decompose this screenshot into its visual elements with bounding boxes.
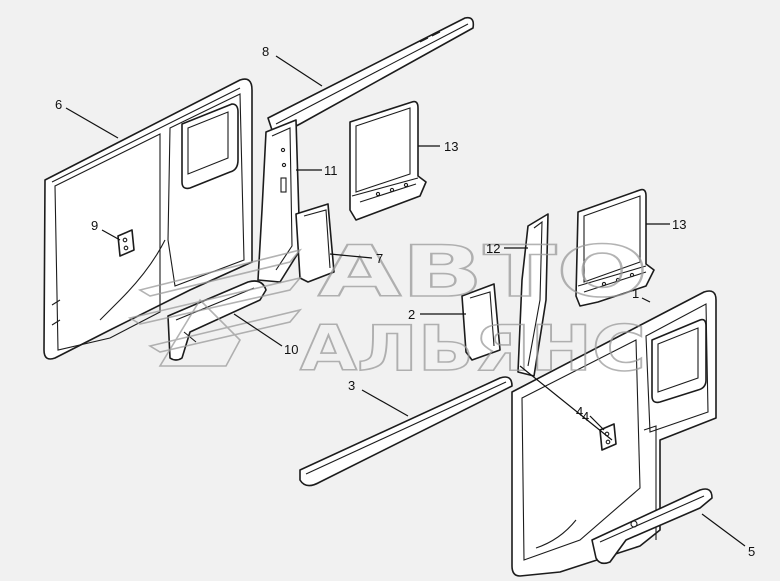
callout-10: 10 bbox=[284, 342, 298, 357]
part-9-bracket bbox=[117, 229, 135, 257]
callout-4-duplicate: 4 bbox=[582, 409, 589, 424]
callout-4: 4 bbox=[576, 404, 583, 419]
part-2-reinforcement bbox=[461, 283, 501, 361]
leader-7 bbox=[329, 253, 373, 259]
callout-13-upper: 13 bbox=[444, 139, 458, 154]
part-5-sill-step bbox=[591, 488, 713, 565]
leader-10 bbox=[233, 313, 283, 347]
part-7-reinforcement bbox=[295, 203, 335, 283]
callout-11: 11 bbox=[324, 163, 338, 178]
callout-13-right: 13 bbox=[672, 217, 686, 232]
callout-3: 3 bbox=[348, 378, 355, 393]
leader-cross bbox=[519, 365, 613, 441]
leader-1 bbox=[641, 297, 651, 303]
callout-1: 1 bbox=[632, 286, 639, 301]
part-8-roof-rail bbox=[267, 16, 475, 132]
part-11-pillar bbox=[257, 119, 301, 283]
watermark-line-2: АЛЬЯНС bbox=[300, 312, 646, 385]
part-13-window-panel-upper bbox=[349, 100, 427, 221]
part-6-left-side-frame bbox=[43, 78, 253, 360]
part-3-sill-rail bbox=[299, 376, 513, 487]
watermark-line-1: АВТО bbox=[318, 231, 648, 313]
callout-6: 6 bbox=[55, 97, 62, 112]
part-12-pillar bbox=[517, 213, 549, 377]
leader-8 bbox=[275, 55, 323, 87]
callout-7: 7 bbox=[376, 251, 383, 266]
leader-3 bbox=[361, 389, 409, 417]
leader-9 bbox=[101, 229, 121, 241]
callout-12: 12 bbox=[486, 241, 500, 256]
callout-9: 9 bbox=[91, 218, 98, 233]
leader-6 bbox=[65, 107, 119, 139]
callout-labels: 1 2 3 4 4 5 6 7 8 9 10 11 12 13 13 bbox=[55, 44, 755, 559]
leader-lines bbox=[65, 55, 746, 547]
watermark-logo bbox=[127, 248, 303, 367]
callout-2: 2 bbox=[408, 307, 415, 322]
callout-8: 8 bbox=[262, 44, 269, 59]
leader-4 bbox=[589, 415, 605, 431]
leader-5 bbox=[701, 513, 746, 547]
part-13-window-panel-right bbox=[575, 188, 655, 307]
watermark: АВТО АЛЬЯНС bbox=[127, 230, 649, 386]
callout-5: 5 bbox=[748, 544, 755, 559]
